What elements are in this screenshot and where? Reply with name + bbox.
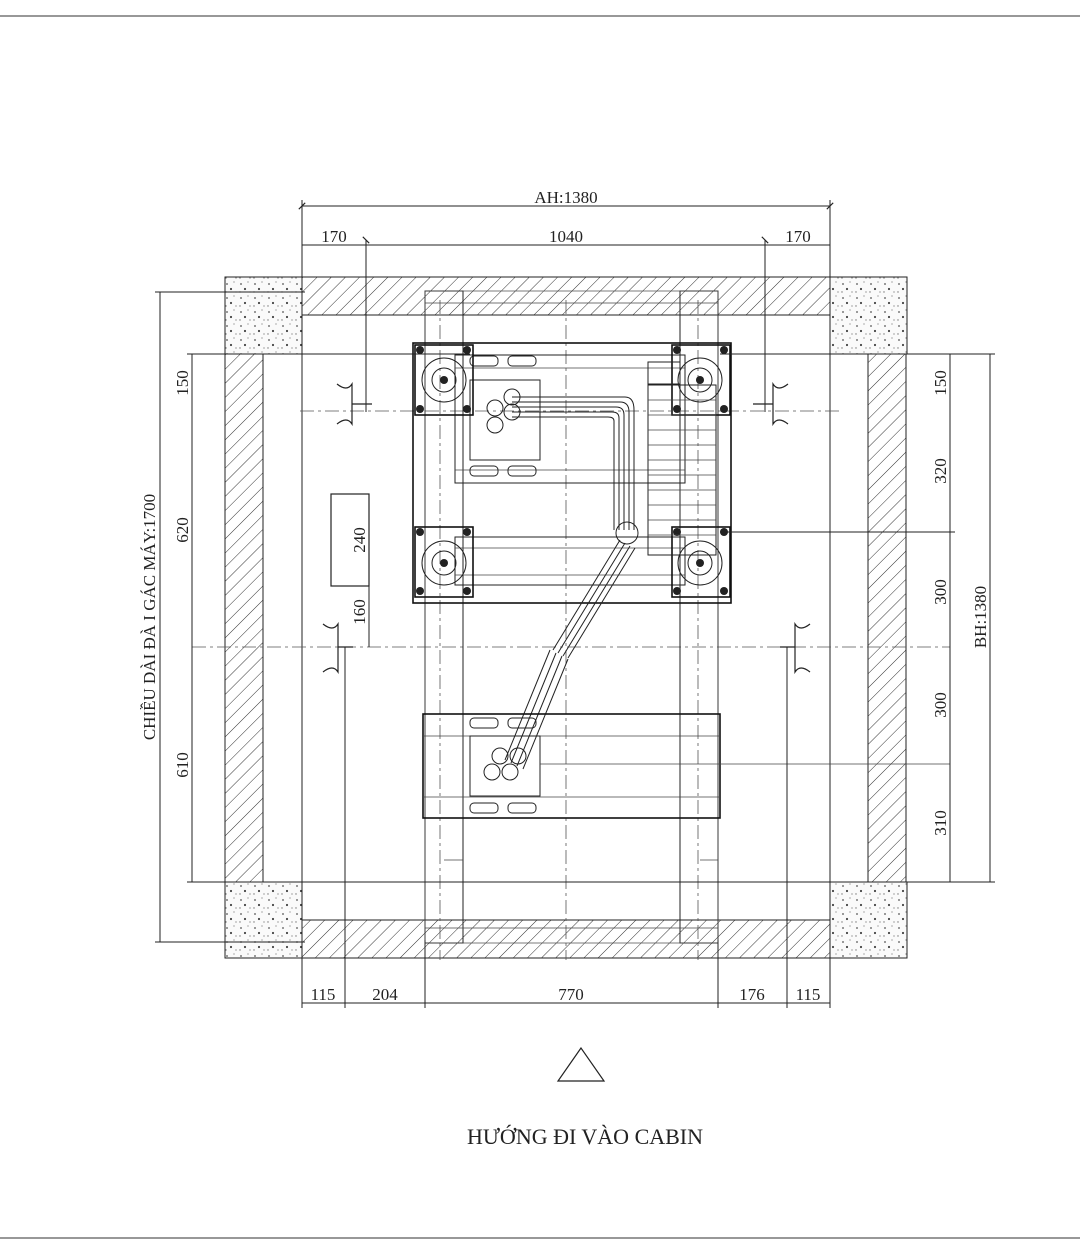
pulley-mid-left xyxy=(414,526,474,598)
center-lines xyxy=(192,300,950,960)
dim-right-4: 300 xyxy=(931,692,950,718)
shaft-walls xyxy=(224,276,908,959)
dim-right-2: 320 xyxy=(931,458,950,484)
dim-bottom-1: 115 xyxy=(311,985,336,1004)
dim-top-left: 170 xyxy=(321,227,347,246)
dim-bottom-5: 115 xyxy=(796,985,821,1004)
dim-right-5: 310 xyxy=(931,810,950,836)
dim-left-2: 620 xyxy=(173,517,192,543)
column-bottom-right xyxy=(829,881,908,959)
dim-inner-1: 240 xyxy=(350,527,369,553)
column-top-right xyxy=(829,276,908,355)
dim-top-mid: 1040 xyxy=(549,227,583,246)
dim-inner-2: 160 xyxy=(350,599,369,625)
dimension-lines xyxy=(155,200,995,1008)
dim-bottom-2: 204 xyxy=(372,985,398,1004)
machine-frame xyxy=(412,342,732,604)
triangle-arrow-icon xyxy=(556,1046,606,1082)
pulley-mid-right xyxy=(671,526,731,598)
wall-left xyxy=(224,353,264,883)
car-sling-lower xyxy=(422,713,950,819)
dim-top-total: AH:1380 xyxy=(534,188,597,207)
column-bottom-left xyxy=(224,881,303,959)
dim-left-3: 610 xyxy=(173,752,192,778)
dim-bottom-4: 176 xyxy=(739,985,765,1004)
dim-right-1: 150 xyxy=(931,370,950,396)
pulley-top-left xyxy=(414,344,474,416)
column-top-left xyxy=(224,276,303,355)
dim-left-total: CHIỀU DÀI ĐÀ I GÁC MÁY:1700 xyxy=(140,494,159,740)
car-frame xyxy=(424,290,719,944)
counterweight-block xyxy=(647,384,717,556)
wall-right xyxy=(867,353,907,883)
dim-left-1: 150 xyxy=(173,370,192,396)
entry-direction-label: HƯỚNG ĐI VÀO CABIN xyxy=(467,1124,703,1149)
dim-bottom-3: 770 xyxy=(558,985,584,1004)
guide-rail-brackets xyxy=(322,381,811,675)
dim-right-total: BH:1380 xyxy=(971,586,990,648)
dim-right-3: 300 xyxy=(931,579,950,605)
dim-top-right: 170 xyxy=(785,227,811,246)
